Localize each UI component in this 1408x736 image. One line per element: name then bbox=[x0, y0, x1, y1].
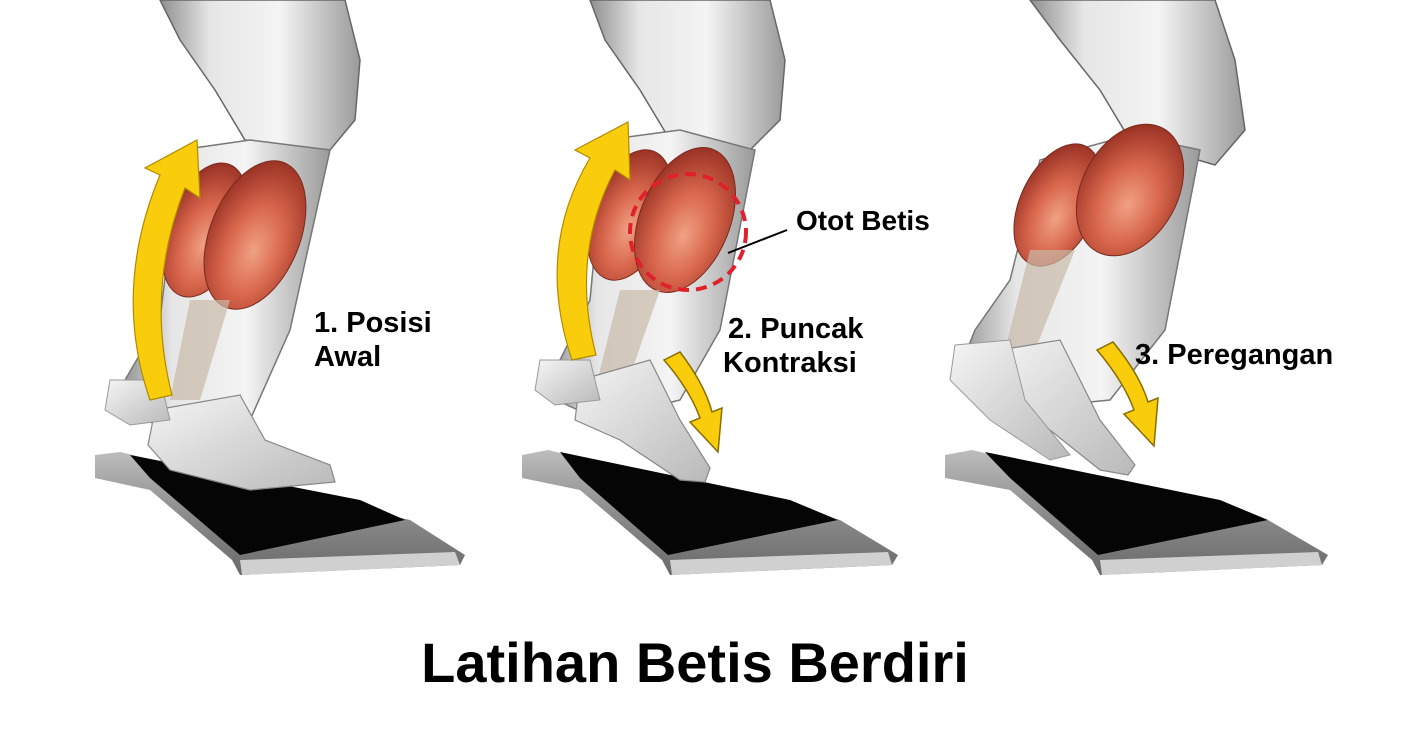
curved-down-arrow-icon bbox=[662, 351, 723, 454]
step-3-label: 3. Peregangan bbox=[1135, 339, 1334, 371]
step-platform-icon bbox=[945, 450, 1328, 575]
highlight-circle bbox=[628, 172, 748, 292]
step-1-label: 1. Posisi Awal bbox=[314, 306, 432, 374]
page-title: Latihan Betis Berdiri bbox=[421, 631, 969, 694]
step-2-label: 2. Puncak Kontraksi bbox=[723, 312, 863, 380]
curved-up-arrow-icon bbox=[556, 121, 631, 361]
callout-line bbox=[727, 229, 788, 254]
step-platform-icon bbox=[95, 452, 465, 575]
step-1-label-line1: 1. Posisi bbox=[314, 307, 432, 339]
panel-2-figure bbox=[522, 0, 898, 575]
step-2-label-line1: 2. Puncak bbox=[728, 313, 864, 345]
step-1-label-line2: Awal bbox=[314, 341, 382, 373]
panel-3-figure bbox=[945, 0, 1328, 575]
curved-up-arrow-icon bbox=[132, 139, 201, 401]
step-platform-icon bbox=[522, 450, 898, 575]
muscle-callout-label: Otot Betis bbox=[796, 205, 930, 236]
step-2-label-line2: Kontraksi bbox=[723, 347, 857, 379]
curved-down-arrow-icon bbox=[1095, 341, 1159, 448]
panel-1-figure bbox=[95, 0, 465, 575]
